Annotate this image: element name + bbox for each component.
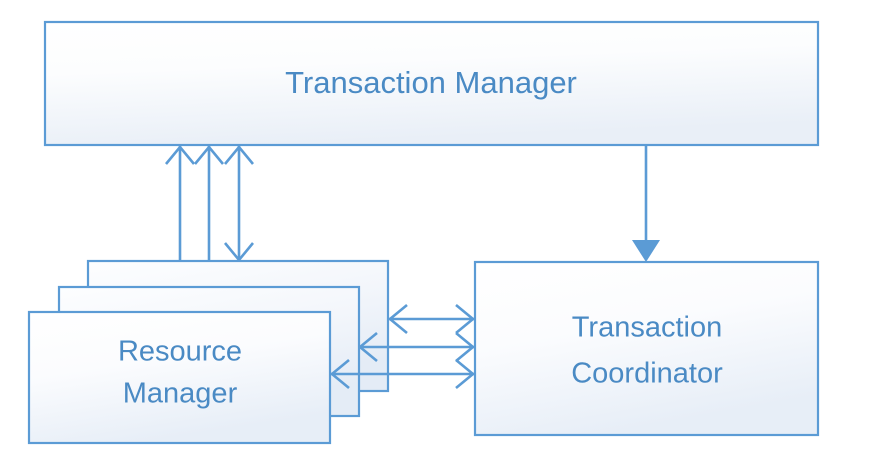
edge-rm-tc-2-head-right [455, 331, 476, 363]
edge-rm-tc-1-head-right [455, 303, 476, 335]
edge-tm-rm-3[interactable] [223, 144, 255, 263]
edge-rm-tc-1[interactable] [387, 303, 476, 335]
resource-manager-box-front[interactable] [27, 310, 332, 445]
resource-manager-label-line1: Resource [118, 336, 242, 368]
edge-rm-tc-3-head-right [455, 358, 476, 390]
edge-tm-tc[interactable] [632, 146, 660, 262]
edge-rm-tc-3[interactable] [329, 358, 476, 390]
transaction-coordinator-label-line2: Coordinator [571, 358, 723, 390]
transaction-coordinator-label-line1: Transaction [572, 312, 722, 344]
transaction-manager-label: Transaction Manager [285, 65, 577, 100]
transaction-coordinator-box[interactable] [473, 260, 820, 437]
node-resource-manager[interactable]: Resource Manager [27, 259, 390, 445]
node-transaction-coordinator[interactable]: Transaction Coordinator [473, 260, 820, 437]
edge-rm-tc-3-head-left [329, 358, 350, 390]
edge-tm-rm-3-head-up [223, 144, 255, 165]
edge-tm-rm-2-head-up [193, 144, 225, 165]
edge-rm-tc-2[interactable] [357, 331, 476, 363]
edge-tm-rm-1-head-up [164, 144, 196, 165]
edge-rm-tc-1-head-left [387, 303, 408, 335]
transaction-manager-box[interactable] [43, 20, 820, 147]
edge-rm-tc-2-head-left [357, 331, 378, 363]
node-transaction-manager[interactable]: Transaction Manager [43, 20, 820, 147]
resource-manager-label-line2: Manager [123, 378, 238, 410]
edge-tm-tc-head [632, 240, 660, 262]
